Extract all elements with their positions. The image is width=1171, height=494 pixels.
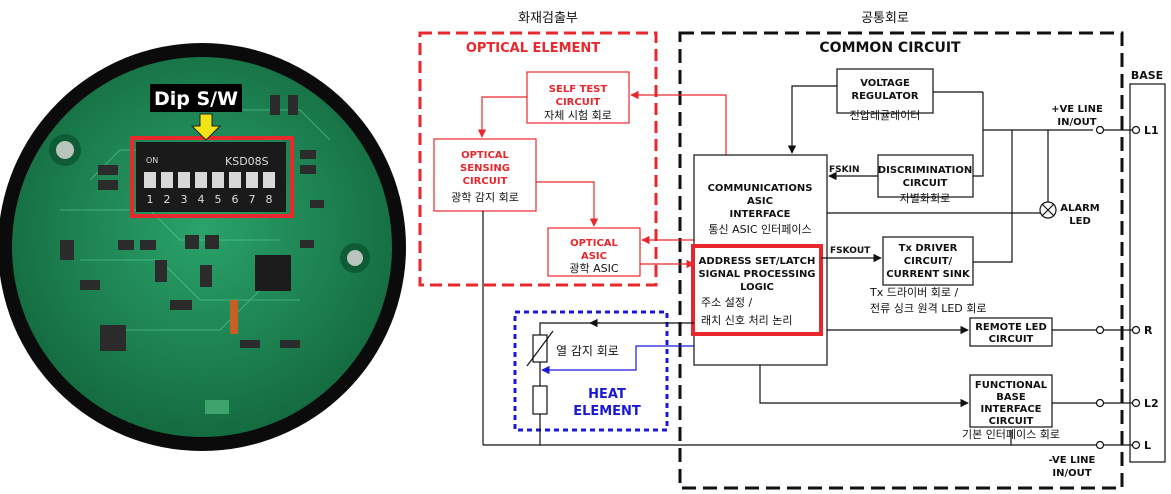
dip-number: 7 (249, 193, 256, 206)
svg-text:광학 ASIC: 광학 ASIC (569, 262, 618, 275)
dip-number: 8 (266, 193, 273, 206)
svg-text:CIRCUIT: CIRCUIT (903, 178, 948, 189)
neg-line-label: IN/OUT (1052, 468, 1091, 479)
svg-text:SELF TEST: SELF TEST (549, 84, 608, 95)
smd-components (60, 95, 324, 414)
svg-text:래치 신호 처리 논리: 래치 신호 처리 논리 (701, 314, 792, 327)
dip-label: Dip S/W (154, 88, 238, 110)
svg-text:BASE: BASE (996, 392, 1026, 403)
svg-text:LOGIC: LOGIC (740, 282, 774, 293)
terminal-label: L1 (1144, 124, 1159, 137)
address-logic-block: ADDRESS SET/LATCH SIGNAL PROCESSING LOGI… (691, 244, 823, 336)
remote-led-block: REMOTE LED CIRCUIT (969, 317, 1053, 347)
terminal-label: L (1144, 439, 1151, 452)
pos-line-label: IN/OUT (1057, 117, 1096, 128)
optical-element-title: OPTICAL ELEMENT (466, 41, 600, 56)
pos-line-label: +VE LINE (1051, 104, 1103, 115)
heat-element-title: ELEMENT (573, 404, 641, 419)
svg-text:통신 ASIC 인터페이스: 통신 ASIC 인터페이스 (708, 223, 811, 236)
alarm-led-label: LED (1069, 216, 1091, 227)
svg-text:INTERFACE: INTERFACE (729, 209, 790, 220)
svg-text:Tx 드라이버 회로 /: Tx 드라이버 회로 / (869, 286, 958, 299)
discrimination-block: DISCRIMINATION CIRCUIT 자별화회로 (877, 154, 974, 205)
svg-text:ASIC: ASIC (747, 196, 773, 207)
fskout-label: FSKOUT (830, 246, 871, 256)
pcb-photo: ON KSD08S 1 2 3 4 5 6 7 8 (0, 43, 406, 451)
dip-switch-on-label: ON (146, 156, 158, 165)
resistor-icon (532, 385, 548, 415)
yellow-arrow-icon (190, 113, 222, 141)
base-column (1129, 83, 1166, 463)
dip-number: 4 (198, 193, 205, 206)
common-circuit-title: COMMON CIRCUIT (819, 40, 961, 56)
dip-number: 3 (181, 193, 188, 206)
terminal-label: R (1144, 324, 1153, 337)
optical-asic-block: OPTICAL ASIC 광학 ASIC (547, 227, 641, 277)
common-circuit-frame (678, 31, 1124, 490)
svg-text:전압레귤레이터: 전압레귤레이터 (850, 109, 921, 122)
heat-element-title: HEAT (588, 387, 626, 402)
dip-switch-highlight (130, 136, 294, 218)
optical-element-frame (418, 31, 658, 287)
svg-text:SENSING: SENSING (460, 163, 510, 174)
svg-text:CIRCUIT: CIRCUIT (463, 176, 508, 187)
arrow-sensing-to-asic (536, 181, 599, 227)
svg-text:CIRCUIT: CIRCUIT (556, 97, 601, 108)
dip-switch-model: KSD08S (225, 155, 269, 168)
neg-line-label: -VE LINE (1049, 455, 1096, 466)
svg-text:VOLTAGE: VOLTAGE (860, 78, 910, 89)
alarm-led-icon (1039, 201, 1057, 219)
svg-text:REMOTE LED: REMOTE LED (975, 322, 1047, 333)
alarm-led-label: ALARM (1060, 203, 1100, 214)
svg-text:INTERFACE: INTERFACE (980, 404, 1041, 415)
dip-number: 2 (164, 193, 171, 206)
terminal-label: L2 (1144, 397, 1159, 410)
fskin-label: FSKIN (829, 165, 860, 175)
dip-number: 1 (147, 193, 154, 206)
tx-driver-block: Tx DRIVER CIRCUIT/ CURRENT SINK Tx 드라이버 … (869, 236, 987, 315)
svg-text:DISCRIMINATION: DISCRIMINATION (878, 165, 972, 176)
svg-text:CIRCUIT/: CIRCUIT/ (904, 256, 953, 267)
heat-signal-arrow (541, 345, 694, 375)
heat-ko-label: 열 감지 회로 (556, 344, 619, 358)
svg-text:CIRCUIT: CIRCUIT (989, 334, 1034, 345)
voltage-regulator-block: VOLTAGE REGULATOR 전압레귤레이터 (836, 68, 934, 122)
optical-sensing-block: OPTICAL SENSING CIRCUIT 광학 감지 회로 (433, 138, 537, 212)
arrow-comm-to-self (630, 90, 727, 155)
dip-switch: ON KSD08S 1 2 3 4 5 6 7 8 (136, 142, 286, 212)
svg-text:SIGNAL PROCESSING: SIGNAL PROCESSING (698, 269, 815, 280)
base-title: BASE (1131, 69, 1163, 82)
svg-text:CURRENT SINK: CURRENT SINK (886, 269, 971, 280)
svg-text:전류 싱크 원격 LED 회로: 전류 싱크 원격 LED 회로 (870, 302, 987, 315)
wiring (482, 85, 1133, 446)
heat-element-wiring (539, 322, 694, 445)
svg-text:FUNCTIONAL: FUNCTIONAL (975, 380, 1048, 391)
svg-text:자별화회로: 자별화회로 (900, 192, 951, 205)
svg-text:COMMUNICATIONS: COMMUNICATIONS (708, 183, 813, 194)
svg-text:자체 시험 회로: 자체 시험 회로 (544, 109, 612, 122)
detector-header: 화재검출부 (518, 11, 578, 26)
dip-number: 6 (232, 193, 239, 206)
common-header: 공통회로 (861, 11, 909, 26)
svg-text:OPTICAL: OPTICAL (570, 238, 618, 249)
dip-number: 5 (215, 193, 222, 206)
svg-text:광학 감지 회로: 광학 감지 회로 (451, 191, 519, 204)
arrow-self-to-sensing (477, 96, 527, 138)
svg-text:주소 설정 /: 주소 설정 / (701, 296, 752, 309)
dip-label-background (150, 84, 242, 112)
svg-text:OPTICAL: OPTICAL (461, 150, 509, 161)
svg-text:Tx DRIVER: Tx DRIVER (899, 243, 958, 254)
svg-text:ASIC: ASIC (581, 251, 607, 262)
self-test-block: SELF TEST CIRCUIT 자체 시험 회로 (526, 71, 630, 124)
thermistor-icon (526, 330, 554, 367)
heat-element-frame (513, 310, 669, 432)
svg-text:REGULATOR: REGULATOR (851, 91, 919, 102)
svg-text:ADDRESS SET/LATCH: ADDRESS SET/LATCH (699, 256, 816, 267)
terminal-points (1095, 125, 1141, 450)
svg-text:CIRCUIT: CIRCUIT (989, 416, 1034, 427)
